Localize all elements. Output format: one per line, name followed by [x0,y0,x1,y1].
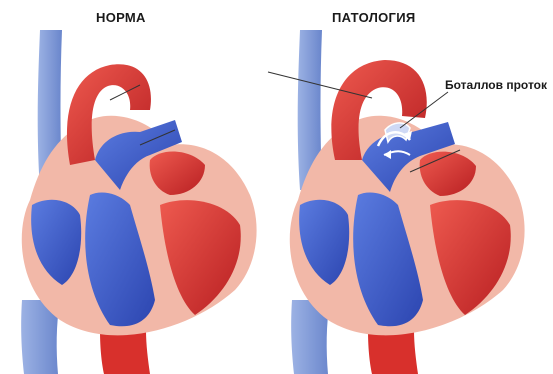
descending-aorta [368,330,418,374]
descending-aorta [100,330,150,374]
pathology-heart [268,30,525,374]
normal-heart [21,30,256,374]
